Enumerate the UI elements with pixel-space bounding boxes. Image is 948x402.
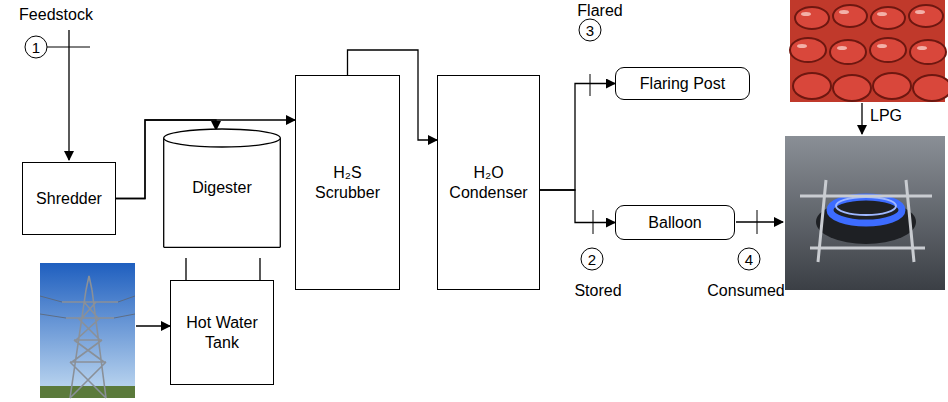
flow-connector bbox=[540, 84, 615, 191]
lpg-arrow bbox=[861, 103, 862, 134]
cylinder-highlights bbox=[797, 10, 927, 50]
cylinder-top bbox=[164, 129, 281, 147]
cylinder-top bbox=[833, 75, 871, 101]
node-text: Digester bbox=[192, 178, 252, 197]
callout-tick bbox=[757, 210, 758, 234]
tower-lattice bbox=[62, 276, 118, 398]
consume-arrow bbox=[736, 221, 783, 222]
node-text: Flaring Post bbox=[640, 74, 725, 93]
highlight bbox=[877, 44, 887, 48]
stream-label: Consumed bbox=[707, 281, 784, 300]
gas-stove-picture bbox=[785, 136, 945, 290]
highlight bbox=[877, 12, 887, 16]
process-box: H₂S Scrubber bbox=[295, 75, 400, 290]
feed-arrow bbox=[68, 30, 69, 160]
ground bbox=[40, 386, 135, 398]
highlight bbox=[801, 12, 811, 16]
flow-connector bbox=[540, 190, 615, 223]
terminal-box: Balloon bbox=[615, 205, 735, 240]
power-tower-picture bbox=[40, 263, 135, 398]
highlight bbox=[837, 46, 847, 50]
node-text: Hot Water Tank bbox=[177, 313, 267, 351]
callout-number: 2 bbox=[581, 248, 604, 271]
node-text: H₂O Condenser bbox=[449, 163, 527, 201]
power-wires bbox=[40, 296, 135, 318]
cylinder-side bbox=[280, 138, 281, 247]
callout-tick bbox=[47, 47, 90, 48]
highlight bbox=[917, 46, 927, 50]
sky bbox=[40, 263, 135, 398]
digester-cylinder: Digester bbox=[163, 128, 281, 248]
flame-core bbox=[836, 197, 896, 215]
cylinder-tops bbox=[790, 5, 948, 101]
highlight bbox=[797, 44, 807, 48]
highlight bbox=[915, 10, 925, 14]
cylinder-top bbox=[795, 7, 829, 29]
node-text: Shredder bbox=[36, 189, 102, 208]
cylinder-top bbox=[870, 38, 906, 62]
cylinder-side bbox=[163, 138, 164, 247]
stream-label: Feedstock bbox=[19, 5, 93, 24]
cylinder-top bbox=[871, 7, 905, 29]
power-arrow bbox=[136, 325, 170, 326]
cylinder-body bbox=[164, 138, 281, 258]
cylinder-top bbox=[910, 40, 946, 64]
callout-number: 4 bbox=[738, 248, 761, 271]
highlight bbox=[839, 10, 849, 14]
cylinder-top bbox=[909, 5, 943, 27]
stream-label: LPG bbox=[870, 106, 902, 125]
cylinder-top bbox=[873, 73, 911, 99]
lpg-cylinders-picture bbox=[790, 0, 948, 102]
terminal-box: Flaring Post bbox=[615, 67, 750, 100]
cylinder-top bbox=[913, 75, 948, 101]
cylinder-top bbox=[833, 5, 867, 27]
stream-label: Stored bbox=[574, 281, 621, 300]
cylinder-side bbox=[164, 247, 281, 248]
pan-support bbox=[800, 180, 932, 262]
process-box: Shredder bbox=[22, 162, 116, 235]
process-box: H₂O Condenser bbox=[437, 75, 540, 290]
callout-number: 1 bbox=[25, 36, 48, 59]
cylinder-top bbox=[830, 40, 866, 64]
blue-flame bbox=[830, 197, 902, 223]
callout-number: 3 bbox=[579, 19, 602, 42]
stove-top bbox=[785, 136, 945, 290]
node-text: Balloon bbox=[648, 213, 701, 232]
callout-tick bbox=[590, 74, 591, 96]
stream-label: Flared bbox=[577, 1, 622, 20]
cylinder-top bbox=[793, 73, 831, 99]
node-text: H₂S Scrubber bbox=[315, 163, 380, 201]
cylinder-top bbox=[790, 38, 826, 62]
tank-box: Hot Water Tank bbox=[170, 280, 274, 385]
